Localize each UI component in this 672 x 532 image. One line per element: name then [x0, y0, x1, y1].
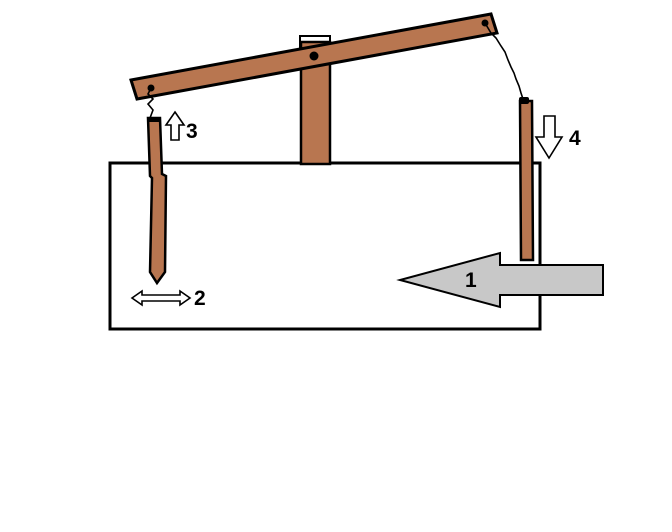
label-1: 1	[465, 269, 477, 292]
label-2: 2	[194, 287, 206, 310]
right-rod-cap	[519, 97, 529, 104]
flow-arrow	[396, 251, 604, 309]
double-arrow-icon	[130, 289, 192, 307]
left-rod	[146, 116, 168, 286]
label-4: 4	[569, 127, 581, 150]
up-arrow-icon	[164, 110, 186, 141]
right-wire	[484, 22, 524, 100]
left-wire	[146, 87, 155, 119]
down-arrow-icon	[534, 115, 564, 160]
pivot-bolt	[309, 51, 319, 61]
label-3: 3	[186, 120, 198, 143]
tank	[108, 161, 542, 331]
right-rod	[518, 99, 535, 262]
left-rod-cap	[148, 117, 160, 122]
